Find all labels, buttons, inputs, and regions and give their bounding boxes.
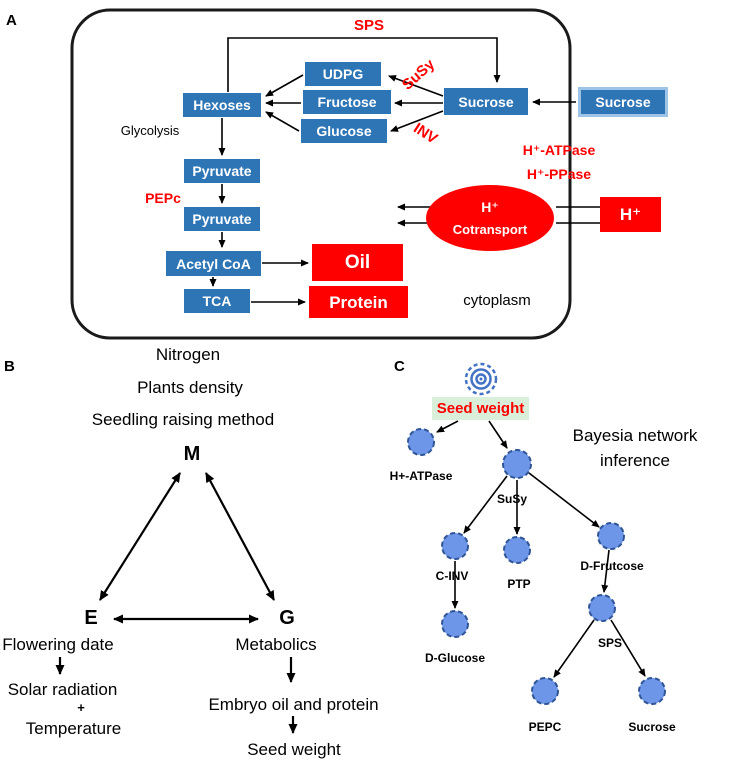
vertex-g: G (279, 607, 295, 629)
seed-weight-target-icon (464, 362, 498, 396)
node-pepc (531, 677, 559, 705)
label-pepc: PEPC (528, 720, 562, 734)
temperature-label: Temperature (25, 719, 122, 738)
label-susy: SuSy (496, 492, 527, 506)
oil-box: Oil (312, 244, 403, 281)
plus-label: + (77, 700, 85, 715)
node-d-frutcose (597, 522, 625, 550)
bayes-title-line1: Bayesia network (572, 426, 698, 445)
flowering-date-label: Flowering date (2, 635, 114, 654)
panel-c-arrows (436, 420, 646, 678)
hexoses-box: Hexoses (183, 93, 261, 117)
label-d-glucose: D-Glucose (424, 651, 485, 665)
label-d-frutcose: D-Frutcose (580, 559, 644, 573)
cell-outline (70, 8, 572, 340)
label-sucrose: Sucrose (628, 720, 676, 734)
node-susy (502, 449, 532, 479)
h-atpase-label: H⁺-ATPase (522, 142, 596, 158)
node-d-glucose (441, 610, 469, 638)
pepc-enzyme-label: PEPc (145, 190, 181, 206)
cotransport-ellipse (426, 185, 554, 251)
udpg-box: UDPG (305, 62, 381, 86)
node-h-atpase (407, 428, 435, 456)
embryo-oil-protein-label: Embryo oil and protein (208, 695, 379, 714)
node-ptp (503, 536, 531, 564)
sucrose-outer-box: Sucrose (578, 87, 668, 117)
pyruvate-box-1: Pyruvate (184, 159, 260, 183)
pyruvate-box-2: Pyruvate (184, 207, 260, 231)
h-plus-box: H⁺ (600, 197, 661, 232)
seed-weight-node-label: Seed weight (432, 397, 529, 420)
panel-c-label: C (394, 358, 405, 375)
sucrose-inner-box: Sucrose (444, 88, 528, 115)
label-h-atpase: H+-ATPase (389, 469, 453, 483)
glucose-box: Glucose (301, 119, 387, 143)
vertex-e: E (84, 607, 98, 629)
solar-radiation-label: Solar radiation (7, 680, 118, 699)
glycolysis-label: Glycolysis (120, 123, 180, 138)
fructose-box: Fructose (303, 90, 391, 114)
node-sucrose (638, 677, 666, 705)
tca-box: TCA (184, 289, 250, 313)
acetyl-coa-box: Acetyl CoA (166, 251, 261, 276)
bayes-nodes (407, 428, 666, 705)
metabolics-label: Metabolics (235, 635, 317, 654)
plants-density-label: Plants density (137, 378, 243, 397)
protein-box: Protein (309, 286, 408, 318)
ellipse-cotransport-label: Cotransport (452, 222, 528, 237)
node-sps (588, 594, 616, 622)
h-ppase-label: H⁺-PPase (526, 166, 592, 182)
nitrogen-label: Nitrogen (155, 345, 221, 364)
label-sps: SPS (597, 636, 622, 650)
seedling-method-label: Seedling raising method (91, 410, 275, 429)
label-c-inv: C-INV (435, 569, 469, 583)
sps-enzyme-label: SPS (353, 17, 384, 34)
ellipse-h-label: H⁺ (481, 199, 499, 215)
panel-a-arrows (209, 37, 600, 306)
cytoplasm-label: cytoplasm (463, 292, 531, 309)
panel-a-label: A (6, 12, 17, 29)
vertex-m: M (183, 443, 201, 465)
panel-b-label: B (4, 358, 15, 375)
label-ptp: PTP (507, 577, 531, 591)
node-c-inv (441, 532, 469, 560)
bayes-title-line2: inference (600, 451, 670, 470)
seed-weight-label-b: Seed weight (247, 740, 341, 759)
panel-b-arrows (55, 472, 298, 734)
